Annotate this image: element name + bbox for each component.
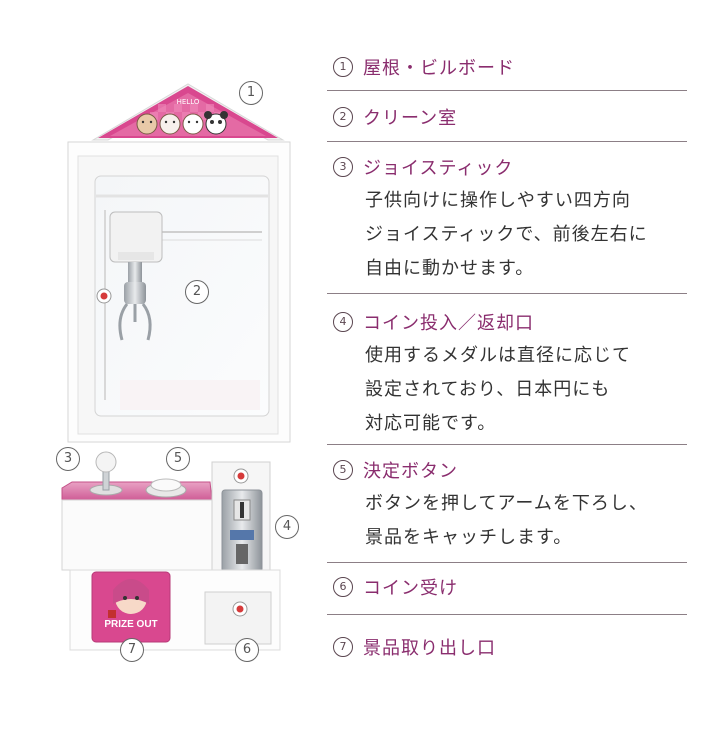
feature-2: 2 クリーン室 [327, 104, 687, 130]
feature-description: ボタンを押してアームを下ろし、 景品をキャッチします。 [365, 487, 687, 555]
claw-machine-illustration: HELLO [0, 0, 330, 728]
feature-number: 1 [333, 57, 353, 77]
feature-title: 決定ボタン [363, 461, 458, 482]
character-bear-icon [136, 113, 158, 135]
control-panel [61, 451, 213, 571]
feature-title: コイン受け [363, 578, 458, 599]
divider [327, 614, 687, 615]
feature-4: 4 コイン投入／返却口 使用するメダルは直径に応じて 設定されており、日本円にも… [327, 309, 687, 441]
feature-desc-line: 子供向けに操作しやすい四方向 [365, 190, 631, 211]
callout-1: 1 [239, 81, 263, 105]
clean-room [94, 175, 270, 417]
feature-1: 1 屋根・ビルボード [327, 54, 687, 80]
feature-3: 3 ジョイスティック 子供向けに操作しやすい四方向 ジョイスティックで、前後左右… [327, 154, 687, 286]
character-panda-icon [204, 111, 228, 135]
feature-desc-line: ジョイスティックで、前後左右に [365, 224, 648, 245]
feature-desc-line: ボタンを押してアームを下ろし、 [365, 493, 648, 514]
character-cat-icon [159, 113, 181, 135]
callout-2: 2 [185, 280, 209, 304]
feature-number: 5 [333, 460, 353, 480]
feature-desc-line: 景品をキャッチします。 [365, 527, 573, 548]
roof-logo: HELLO [177, 98, 200, 106]
feature-number: 2 [333, 107, 353, 127]
feature-title: コイン投入／返却口 [363, 313, 534, 334]
divider [327, 562, 687, 563]
prize-out-door[interactable] [91, 571, 171, 643]
decide-button-icon[interactable] [145, 478, 187, 498]
joystick-icon[interactable] [89, 451, 123, 496]
claw [118, 262, 152, 341]
feature-desc-line: 使用するメダルは直径に応じて [365, 345, 631, 366]
divider [327, 90, 687, 91]
feature-5: 5 決定ボタン ボタンを押してアームを下ろし、 景品をキャッチします。 [327, 457, 687, 555]
callout-4: 4 [275, 515, 299, 539]
callout-6: 6 [235, 638, 259, 662]
coin-mechanism[interactable] [211, 461, 271, 583]
prize-out-label: PRIZE OUT [104, 619, 157, 630]
feature-title: クリーン室 [363, 108, 458, 129]
feature-title: ジョイスティック [363, 158, 514, 179]
feature-6: 6 コイン受け [327, 574, 687, 600]
feature-description: 子供向けに操作しやすい四方向 ジョイスティックで、前後左右に 自由に動かせます。 [365, 184, 687, 286]
feature-description: 使用するメダルは直径に応じて 設定されており、日本円にも 対応可能です。 [365, 339, 687, 441]
divider [327, 293, 687, 294]
callout-5: 5 [166, 447, 190, 471]
feature-number: 7 [333, 637, 353, 657]
callout-7: 7 [120, 638, 144, 662]
feature-desc-line: 対応可能です。 [365, 413, 497, 434]
divider [327, 444, 687, 445]
coin-receiver[interactable] [204, 591, 272, 645]
feature-7: 7 景品取り出し口 [327, 634, 687, 660]
callout-3: 3 [56, 447, 80, 471]
feature-title: 景品取り出し口 [363, 638, 496, 659]
feature-number: 4 [333, 312, 353, 332]
feature-number: 3 [333, 157, 353, 177]
feature-title: 屋根・ビルボード [363, 58, 515, 79]
roof-billboard: HELLO [91, 83, 285, 141]
feature-desc-line: 自由に動かせます。 [365, 258, 535, 279]
feature-number: 6 [333, 577, 353, 597]
character-bunny-icon [182, 113, 204, 135]
feature-desc-line: 設定されており、日本円にも [365, 379, 611, 400]
claw-machine-drawing: HELLO [61, 83, 291, 651]
divider [327, 141, 687, 142]
